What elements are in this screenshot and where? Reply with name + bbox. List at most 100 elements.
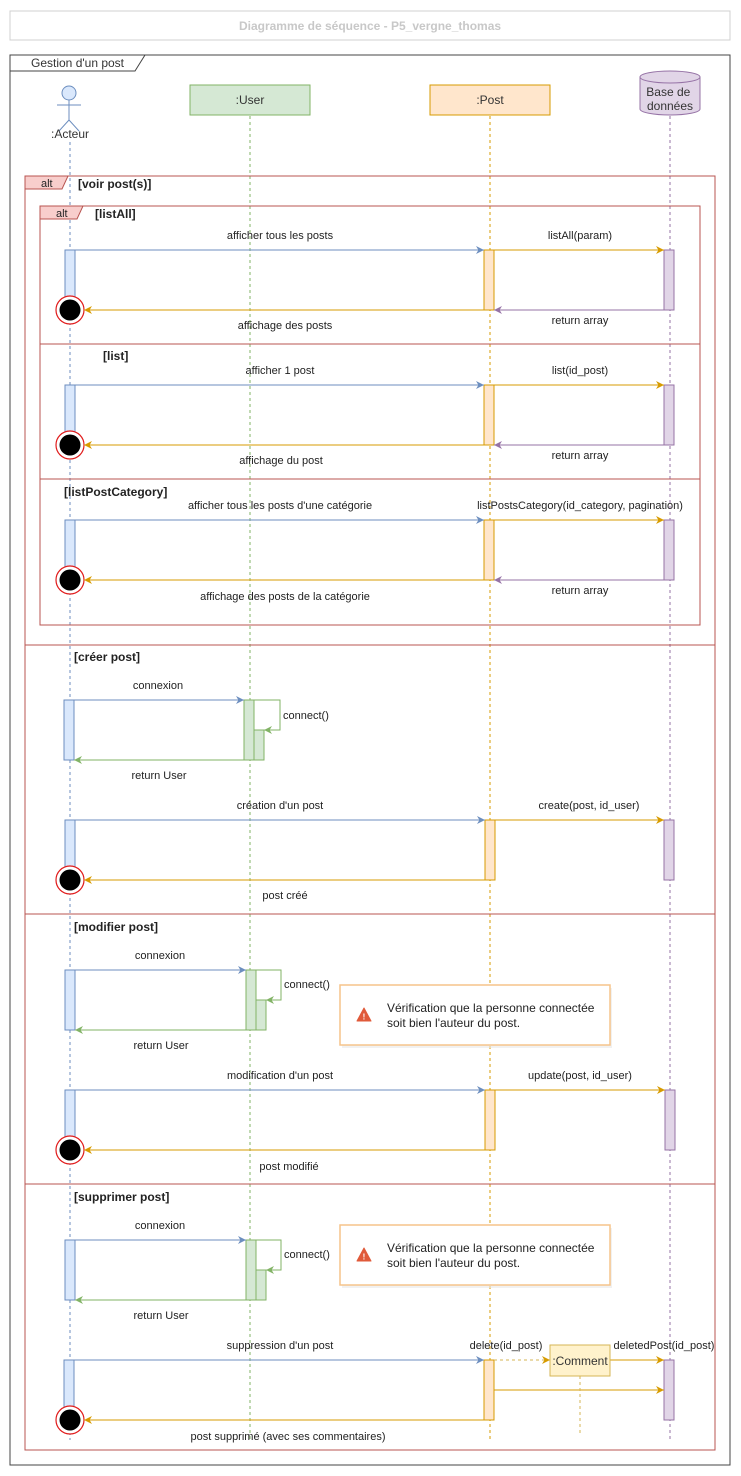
self-call-arrow [256,1239,282,1274]
user-activation-nested [255,999,267,1031]
user-activation [245,1239,257,1301]
message-label: return array [552,450,609,462]
guard-creer: [créer post] [74,650,140,664]
title-box [9,10,731,41]
actor-label: :Acteur [51,127,89,141]
post-activation [483,1359,495,1421]
message-labels: afficher tous les posts listAll(param) r… [131,230,714,1443]
db-label: Base de données [646,85,693,113]
note-modify-line2: soit bien l'auteur du post. [387,1016,520,1030]
outer-frame [9,54,731,1466]
post-activation [483,249,495,311]
post-label: :Post [476,93,504,107]
db-activation [663,519,675,581]
message-label: return array [552,585,609,597]
db-activation [664,1089,676,1151]
message-label: afficher 1 post [246,365,315,377]
message-label: création d'un post [237,800,324,812]
message-label: connect() [283,710,329,722]
alt-outer-fragment: alt [24,175,716,1451]
db-label-line2: données [647,99,693,113]
message-label: post créé [262,890,307,902]
stick-figure-icon [57,85,81,132]
self-call-arrow [256,969,282,1004]
destruction-end-icon [55,565,85,595]
note-delete: ! Vérification que la personne connectée… [339,1224,612,1288]
message-label: connect() [284,1249,330,1261]
message-label: connexion [133,680,183,692]
message-label: afficher tous les posts d'une catégorie [188,500,372,512]
message-label: affichage des posts [238,320,333,332]
database-cylinder-icon [639,70,701,116]
post-activation [483,519,495,581]
user-participant: :User [189,84,311,116]
note-delete-line1: Vérification que la personne connectée [387,1241,595,1255]
actor-participant: :Acteur [51,85,89,141]
post-activation [484,1089,496,1151]
message-label: affichage des posts de la catégorie [200,591,370,603]
message-arrows [74,246,674,1424]
post-participant: :Post [429,84,551,116]
message-label: return User [133,1310,188,1322]
message-label: connexion [135,1220,185,1232]
user-activation-nested [253,729,265,761]
guard-voir: [voir post(s)] [78,177,151,191]
note-modify-line1: Vérification que la personne connectée [387,1001,595,1015]
user-activation [245,969,257,1031]
guard-list: [list] [103,349,128,363]
message-label: update(post, id_user) [528,1070,632,1082]
db-activation [663,1359,675,1421]
note-delete-line2: soit bien l'auteur du post. [387,1256,520,1270]
post-activation [484,819,496,881]
activation-bars [63,249,676,1421]
message-label: affichage du post [239,455,323,467]
diagram-title: Diagramme de séquence - P5_vergne_thomas [239,19,501,33]
message-label: connect() [284,979,330,991]
svg-text:!: ! [363,1253,366,1262]
warning-triangle-icon: ! [356,1247,372,1262]
destruction-end-icon [55,295,85,325]
message-label: return array [552,315,609,327]
message-label: listPostsCategory(id_category, paginatio… [477,500,683,512]
destruction-end-icon [55,430,85,460]
destruction-end-icon [55,865,85,895]
actor-activation [64,969,76,1031]
lifelines [69,116,671,1440]
end-markers [55,295,85,1435]
db-activation [663,384,675,446]
alt-inner-keyword: alt [56,208,68,220]
user-activation [243,699,255,761]
frame-label-tab [9,54,146,72]
message-label: suppression d'un post [227,1340,334,1352]
alt-inner-fragment: alt [39,205,701,626]
guard-listpostcategory: [listPostCategory] [64,485,167,499]
message-label: modification d'un post [227,1070,333,1082]
db-activation [663,249,675,311]
message-label: create(post, id_user) [539,800,640,812]
message-label: afficher tous les posts [227,230,334,242]
user-label: :User [236,93,265,107]
message-label: post modifié [259,1161,318,1173]
user-activation-nested [255,1269,267,1301]
frame-label: Gestion d'un post [31,56,125,70]
warning-triangle-icon: ! [356,1007,372,1022]
alt-outer-keyword: alt [41,178,53,190]
post-activation [483,384,495,446]
message-label: post supprimé (avec ses commentaires) [190,1431,385,1443]
message-label: listAll(param) [548,230,612,242]
destruction-end-icon [55,1405,85,1435]
message-label: connexion [135,950,185,962]
message-label: deletedPost(id_post) [614,1340,715,1352]
actor-activation [63,699,75,761]
guard-supprimer: [supprimer post] [74,1190,169,1204]
message-label: return User [133,1040,188,1052]
note-modify: ! Vérification que la personne connectée… [339,984,612,1048]
svg-text:!: ! [363,1013,366,1022]
actor-activation [64,1239,76,1301]
guard-modifier: [modifier post] [74,920,158,934]
self-call-arrow [254,699,281,734]
db-participant: Base de données [639,70,701,116]
message-label: return User [131,770,186,782]
db-activation [663,819,675,881]
